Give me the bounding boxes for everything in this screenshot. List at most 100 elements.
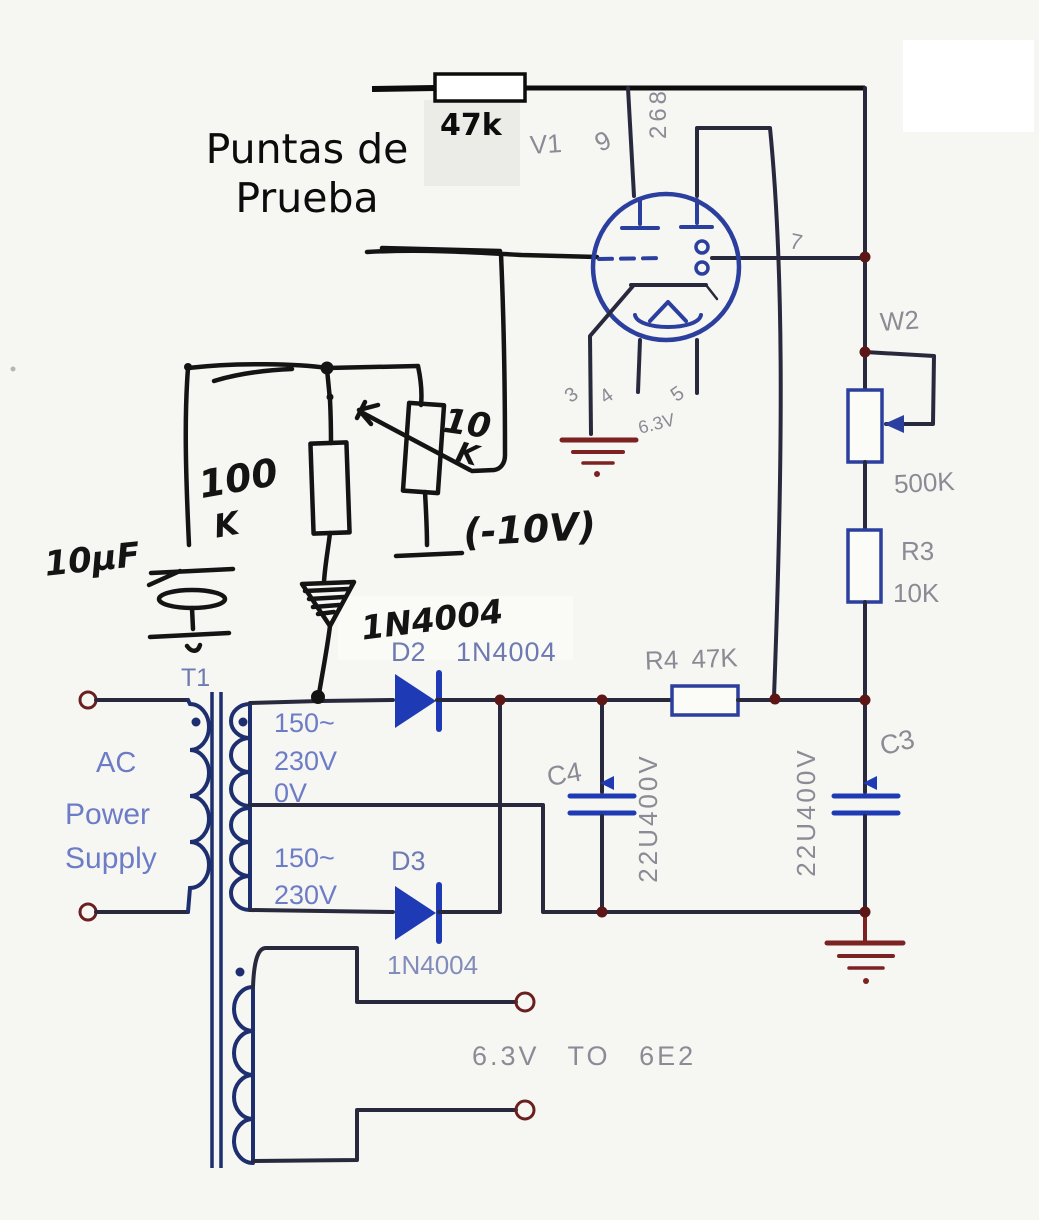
bias-divider: W2 500K R3 10K [846,256,956,702]
heater-note: 6.3V TO 6E2 [472,1041,696,1071]
pot-value: 500K [893,466,956,499]
rectifier-filter: D2 1N4004 D3 1N4004 R4 47K C4 22U400V C3… [387,251,918,984]
d3-part: 1N4004 [387,950,478,980]
phasing-dot-primary [191,717,201,727]
secondary-winding-top [229,701,252,808]
hand-top-wire-overstroke [211,366,295,384]
sec-bot-voltage-line2: 230V [274,880,337,910]
tube-designator: V1 [529,128,563,160]
handwritten-bias-network: 10μF 100 K 10 K (-10V) 1N4004 [43,251,597,704]
hand-tap-blob [311,690,325,704]
main-ground-symbol [824,940,906,984]
pot-designator: W2 [879,304,920,337]
tube-ground-symbol [559,437,639,477]
sec-top-voltage-line1: 150~ [274,708,335,738]
primary-winding [186,698,211,914]
d2-designator: D2 [391,637,426,667]
junction-c4-top [596,694,608,706]
phasing-dot-secondary [238,717,248,727]
hand-bias-note: (-10V) [462,504,597,555]
tube-pins268-label: 268 [645,87,672,139]
pot-wiper-feedback-wire [863,350,936,426]
junction-c3-ground [859,906,871,918]
hand-r100k-lead-bottom [321,530,333,585]
cap-c3-plates [831,793,901,816]
watermark-band [338,596,573,660]
hand-cap-lead-top [183,365,192,548]
heater-wire-bottom [251,1108,518,1163]
phasing-dot-heater [235,967,245,977]
diode-d3-symbol [395,886,436,940]
tube-pin-circle-upper [694,239,710,255]
tube-grid-electrode-left [620,198,660,230]
sec-top-voltage-line2: 230V [274,746,337,776]
heater-terminal-bottom [514,1099,536,1121]
junction-pot-top [859,346,871,358]
wiper-line [358,409,473,473]
probes-label-line1: Puntas de [206,125,409,173]
pot-w2-body [846,388,884,464]
wire-d3-to-bplus [437,698,502,914]
r4-label: R4 47K [644,642,738,675]
hand-pot-wiper [354,399,473,473]
wire-center-tap-ground [248,803,867,914]
r3-designator: R3 [901,536,934,566]
cap-ground-bar [147,630,232,640]
d2-part: 1N4004 [456,637,557,667]
erased-white-patch [903,40,1034,132]
diode-scribble-fill [302,586,351,617]
hand-pot-10k-body [400,400,447,496]
resistor-r4-body [670,684,740,717]
center-tap-label: 0V [274,778,307,808]
cap-c3-polarity-mark [863,776,877,790]
junction-pins268-bplus [769,693,781,705]
wiper-arrowhead-scribble [354,399,381,427]
tube-v1: V1 9 268 7 3 4 5 6.3V [529,86,867,699]
junction-c4-ground [596,906,608,918]
tube-bottom-lead-left [636,338,642,394]
secondary-winding-bottom [229,805,252,912]
pot-wiper-arrow [884,415,904,433]
source-label-line1: AC [96,747,136,779]
c4-designator: C4 [545,756,584,792]
scan-speck [10,366,16,372]
c3-value: 22U400V [791,747,821,876]
c4-value: 22U400V [633,753,663,882]
hand-lead-blob [326,393,334,401]
cap-lead-bottom [189,605,196,632]
source-label-line3: Supply [65,842,157,875]
tube-envelope [590,191,742,343]
tube-pin9-lead [626,86,636,198]
transformer-designator: T1 [181,664,210,692]
hand-probe-drop-wire [469,251,508,474]
hand-diode-lead [316,623,333,697]
tube-cathode-caret [648,300,688,323]
scan-shade-patch [424,100,520,186]
hand-pot-value-line1: 10 [441,401,493,447]
ground-dot [863,978,869,984]
cap-c4-polarity-mark [600,776,614,790]
diode-d2-symbol [395,674,436,728]
tube-pin-circle-lower [694,260,710,276]
hand-pot-terminal-bar [393,550,465,559]
tube-grid-electrode-right [679,198,714,229]
tube-plate-tail [704,283,719,301]
junction-d2-d3 [494,694,506,706]
cap-plate-top [148,566,236,576]
tube-target-cup [633,313,703,329]
resistor-r3-body [846,528,883,604]
tube-pin7-label: 7 [788,228,805,255]
d3-designator: D3 [391,846,426,876]
wire-sec-bot-to-d3 [248,908,395,914]
tube-control-grid-dashed [597,256,665,261]
heater-terminal-top [514,991,536,1013]
junction-plate-rail [859,251,871,263]
ground-dot [594,471,600,477]
hand-capacitor-10uf [146,566,236,653]
hand-diode-1n4004 [299,579,357,629]
junction-c3-top [859,694,871,706]
tube-cathode-ground-lead [588,284,635,436]
sec-bot-voltage-line1: 150~ [274,843,335,873]
